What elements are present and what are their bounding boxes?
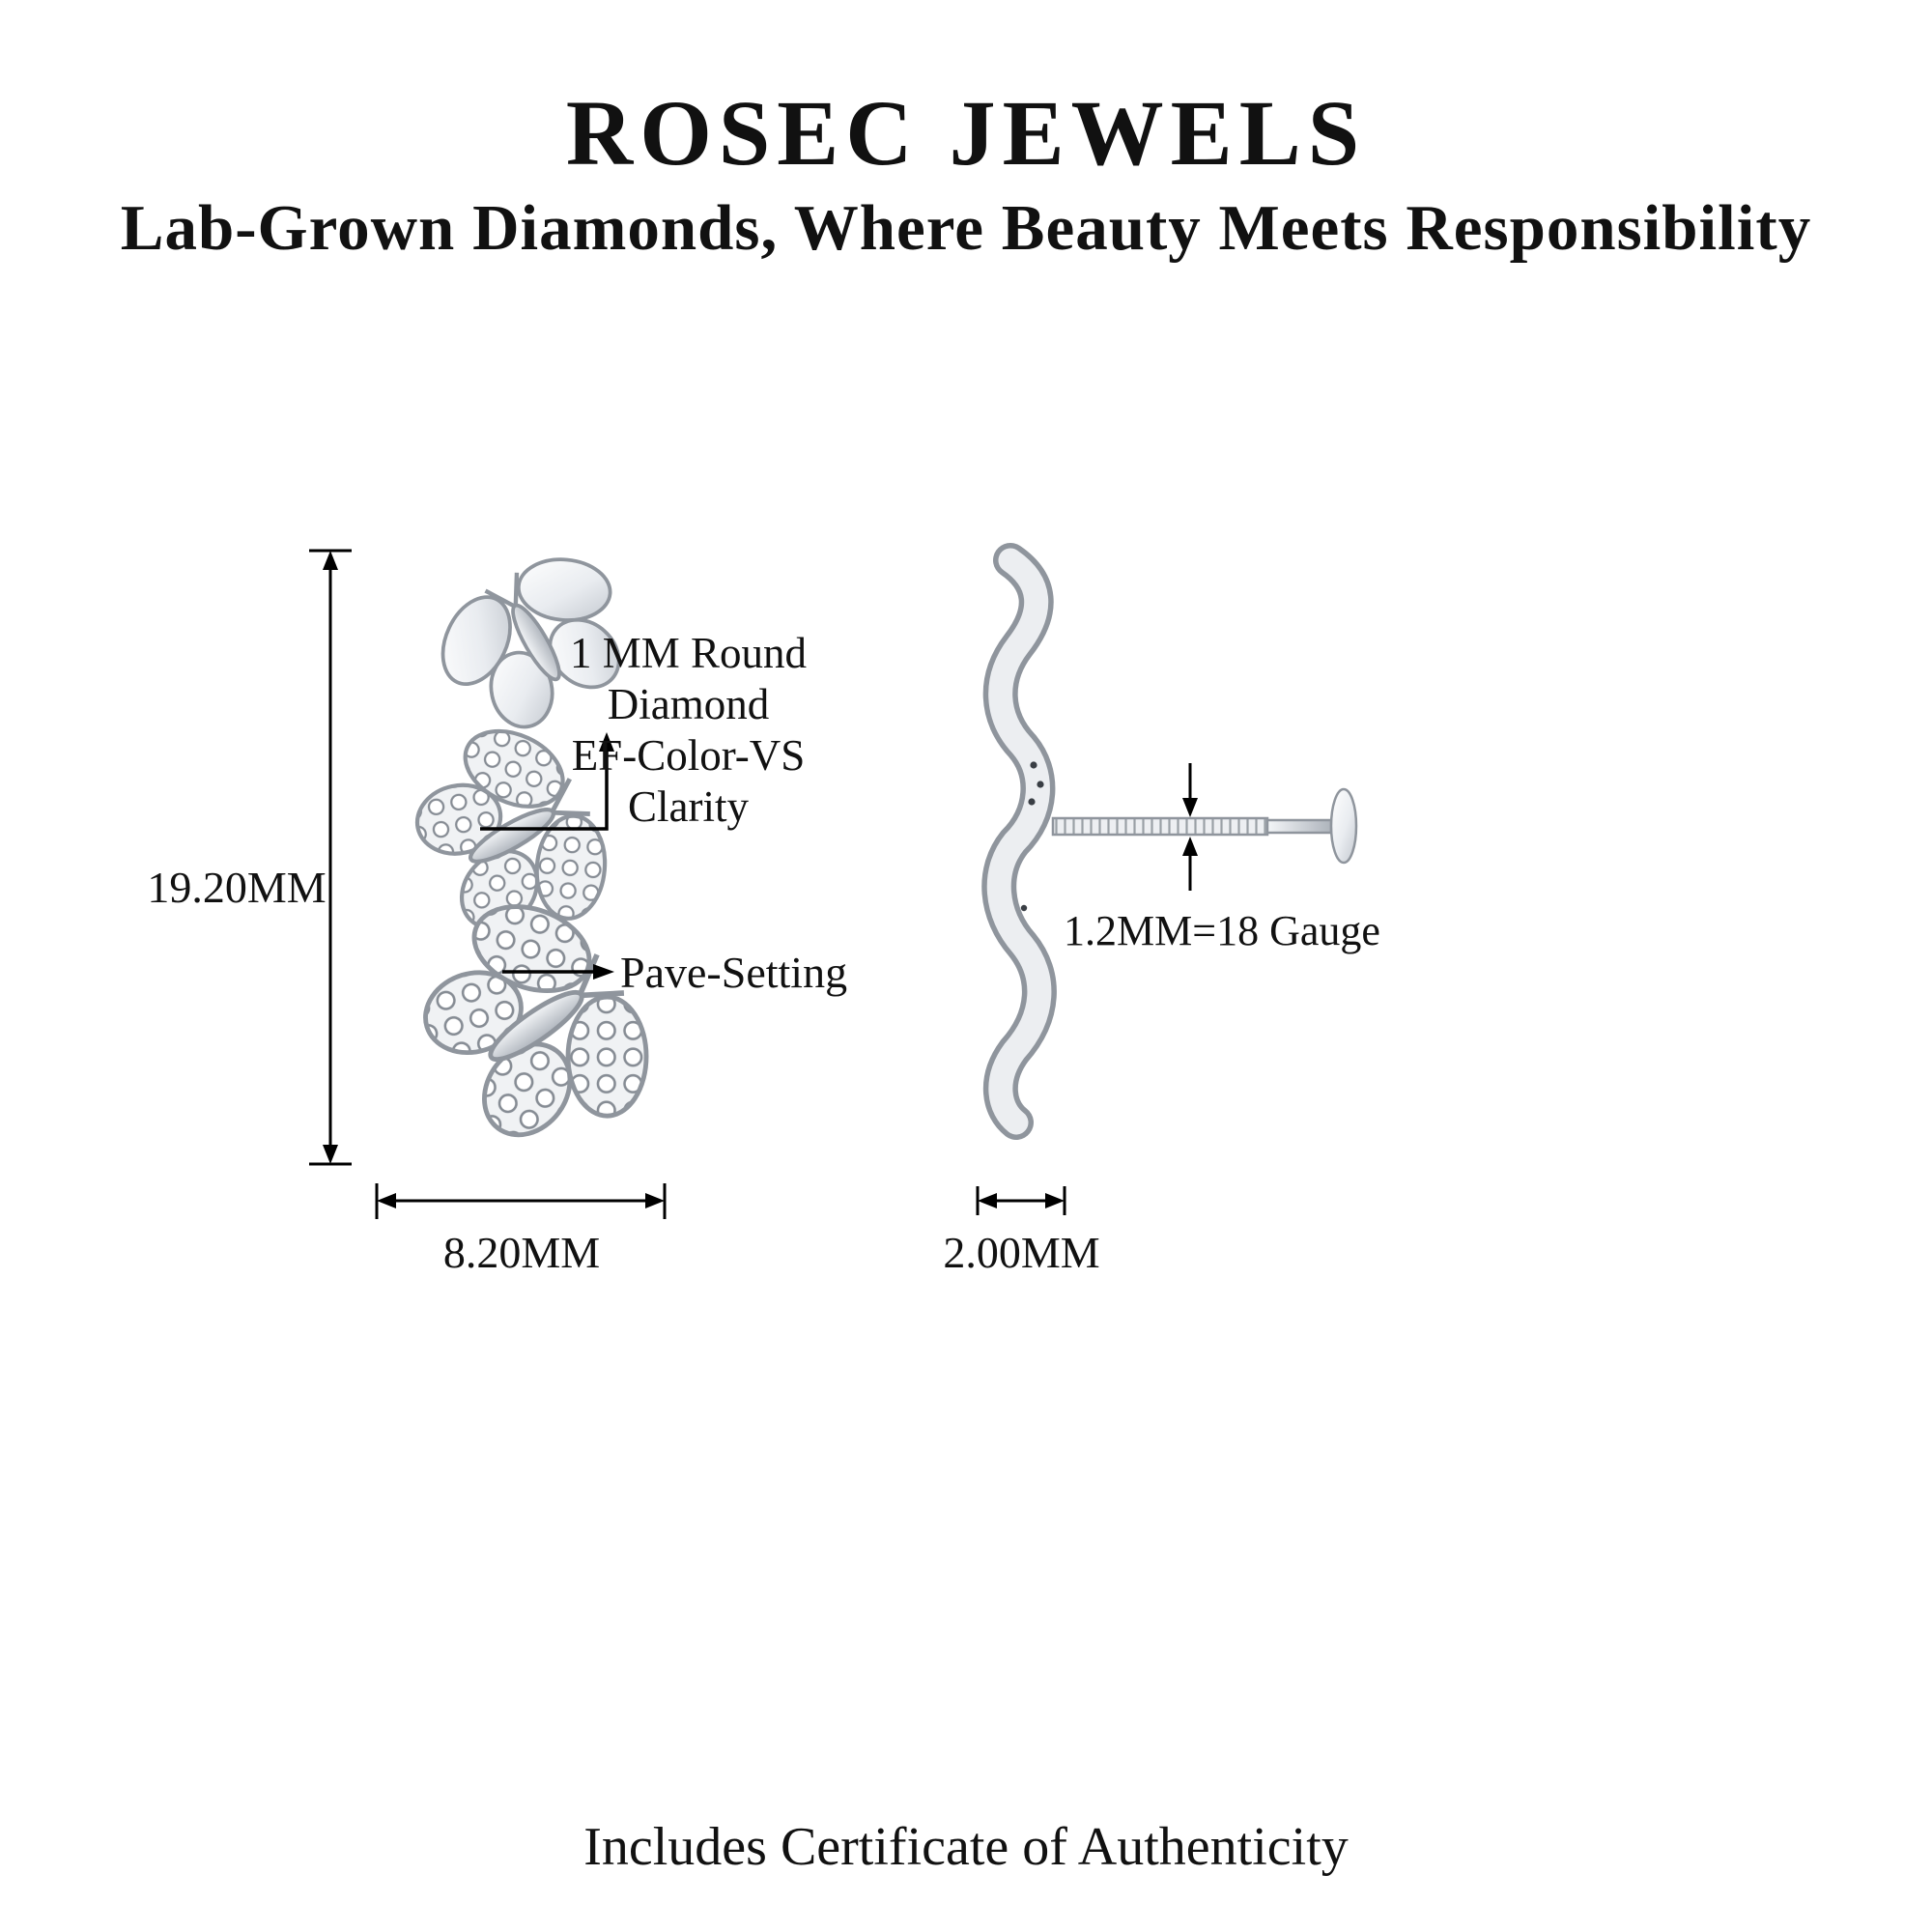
side-profile-fill: [986, 548, 1052, 1135]
side-width-label: 2.00MM: [943, 1228, 1100, 1277]
diamond-spec-line1: 1 MM Round Diamond: [569, 629, 808, 728]
certificate-note: Includes Certificate of Authenticity: [583, 1817, 1349, 1877]
gauge-thickness-arrows: [1182, 763, 1198, 891]
diamond-spec-note: 1 MM Round Diamond EF-Color-VS Clarity: [517, 628, 860, 833]
side-width-dimension: [976, 1186, 1066, 1215]
pave-callout-arrow: [502, 964, 614, 980]
side-earring: [981, 543, 1358, 1140]
brand-title: ROSEC JEWELS: [565, 81, 1367, 185]
side-pave-dots: [1020, 761, 1044, 912]
gauge-label: 1.2MM=18 Gauge: [1064, 907, 1380, 954]
screw-post: [1051, 787, 1358, 865]
front-width-label: 8.20MM: [442, 1228, 601, 1277]
diamond-spec-line2: EF-Color-VS Clarity: [571, 731, 806, 831]
flat-back-disc: [1329, 787, 1358, 865]
front-height-label: 19.20MM: [147, 863, 327, 912]
diamond-callout-arrow: [480, 732, 614, 831]
front-width-dimension: [375, 1183, 667, 1219]
bottom-butterfly-pave: [374, 852, 702, 1196]
front-height-dimension: [309, 549, 352, 1166]
tagline: Lab-Grown Diamonds, Where Beauty Meets R…: [120, 192, 1812, 264]
front-earring: [374, 518, 702, 1196]
pave-setting-label: Pave-Setting: [620, 948, 848, 997]
